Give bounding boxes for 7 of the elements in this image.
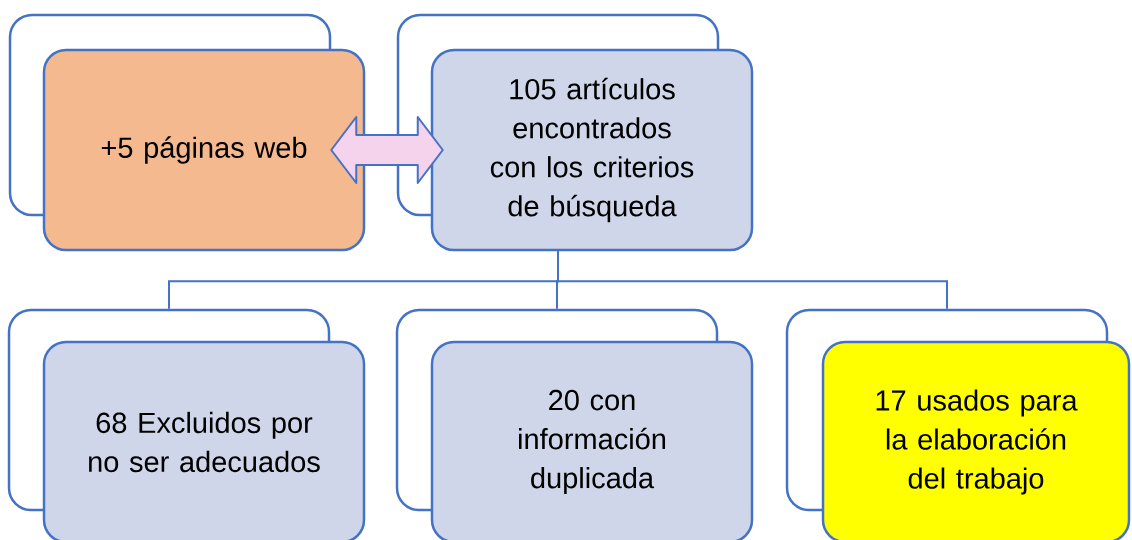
text-box: +5 páginas web bbox=[42, 48, 366, 252]
text-box: 17 usados para la elaboración del trabajo bbox=[821, 340, 1131, 540]
text-box: 20 con información duplicada bbox=[430, 340, 754, 540]
double-arrow bbox=[330, 116, 444, 184]
text-box: 68 Excluidos por no ser adecuados bbox=[42, 340, 366, 540]
connector-line bbox=[557, 250, 948, 310]
text-box: 105 artículos encontrados con los criterios de búsqueda bbox=[430, 48, 754, 252]
